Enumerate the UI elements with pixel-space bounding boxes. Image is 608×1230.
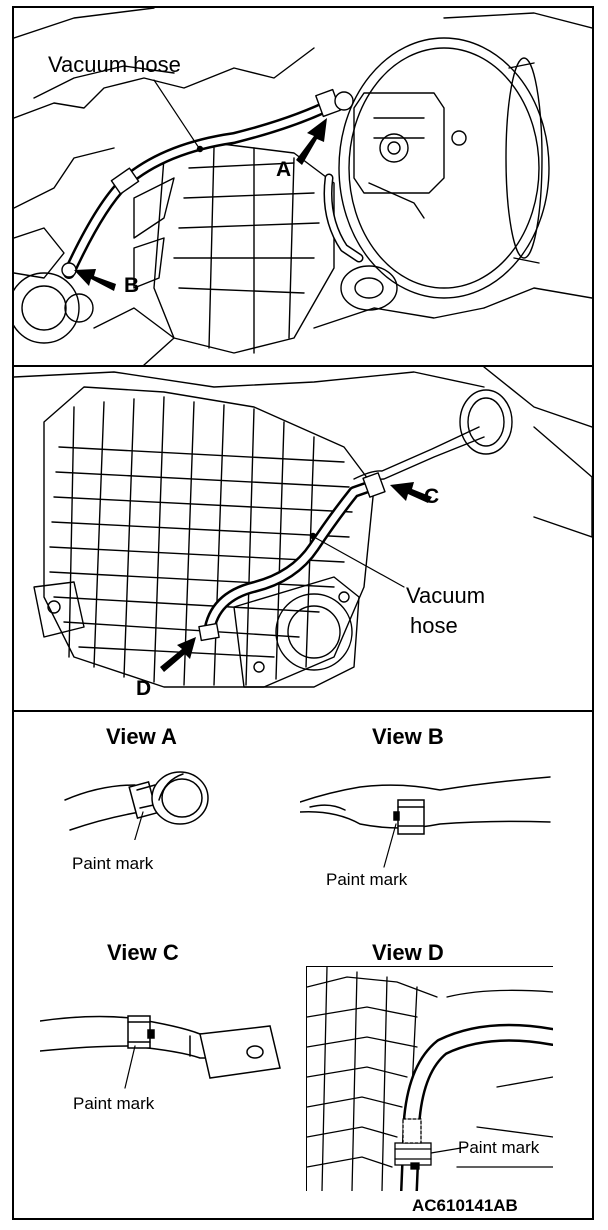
view-c-title: View C	[107, 940, 179, 965]
view-d-illustration	[307, 967, 553, 1191]
arrow-a-label: A	[276, 158, 292, 181]
arrow-c-icon	[390, 482, 432, 503]
top-panel-engine-bay: Vacuum hose A B	[14, 8, 592, 365]
view-d-detail	[306, 966, 553, 1191]
view-d-title: View D	[372, 940, 444, 965]
view-b-illustration	[300, 776, 551, 868]
view-a-detail	[55, 760, 245, 840]
engine-bay-illustration	[14, 8, 592, 365]
panel-divider-top	[12, 365, 594, 367]
view-d-paint-mark-label: Paint mark	[458, 1138, 540, 1157]
view-c-paint-mark-label: Paint mark	[73, 1094, 155, 1113]
vacuum-hose-label-middle-line2: hose	[410, 613, 458, 638]
vacuum-hose-label-middle-line1: Vacuum	[406, 583, 486, 608]
figure-code: AC610141AB	[412, 1196, 518, 1215]
vacuum-hose-label-top: Vacuum hose	[48, 52, 181, 77]
view-b-paint-mark-label: Paint mark	[326, 870, 408, 889]
intake-manifold-illustration	[14, 367, 592, 688]
view-c-detail	[40, 996, 290, 1092]
view-b-title: View B	[372, 724, 444, 749]
arrow-b-icon	[74, 269, 116, 291]
view-a-paint-mark-label: Paint mark	[72, 854, 154, 873]
view-a-illustration	[64, 771, 209, 840]
arrow-d-icon	[160, 637, 196, 672]
panel-divider-middle	[12, 710, 594, 712]
middle-panel-intake-manifold: Vacuum hose C D	[14, 367, 592, 710]
arrow-d-label: D	[136, 677, 152, 700]
view-b-detail	[300, 762, 560, 872]
figure-frame	[12, 6, 594, 1220]
view-a-title: View A	[106, 724, 177, 749]
view-c-illustration	[40, 1015, 281, 1089]
arrow-b-label: B	[124, 274, 140, 297]
arrow-a-icon	[296, 118, 327, 165]
arrow-c-label: C	[424, 485, 440, 508]
